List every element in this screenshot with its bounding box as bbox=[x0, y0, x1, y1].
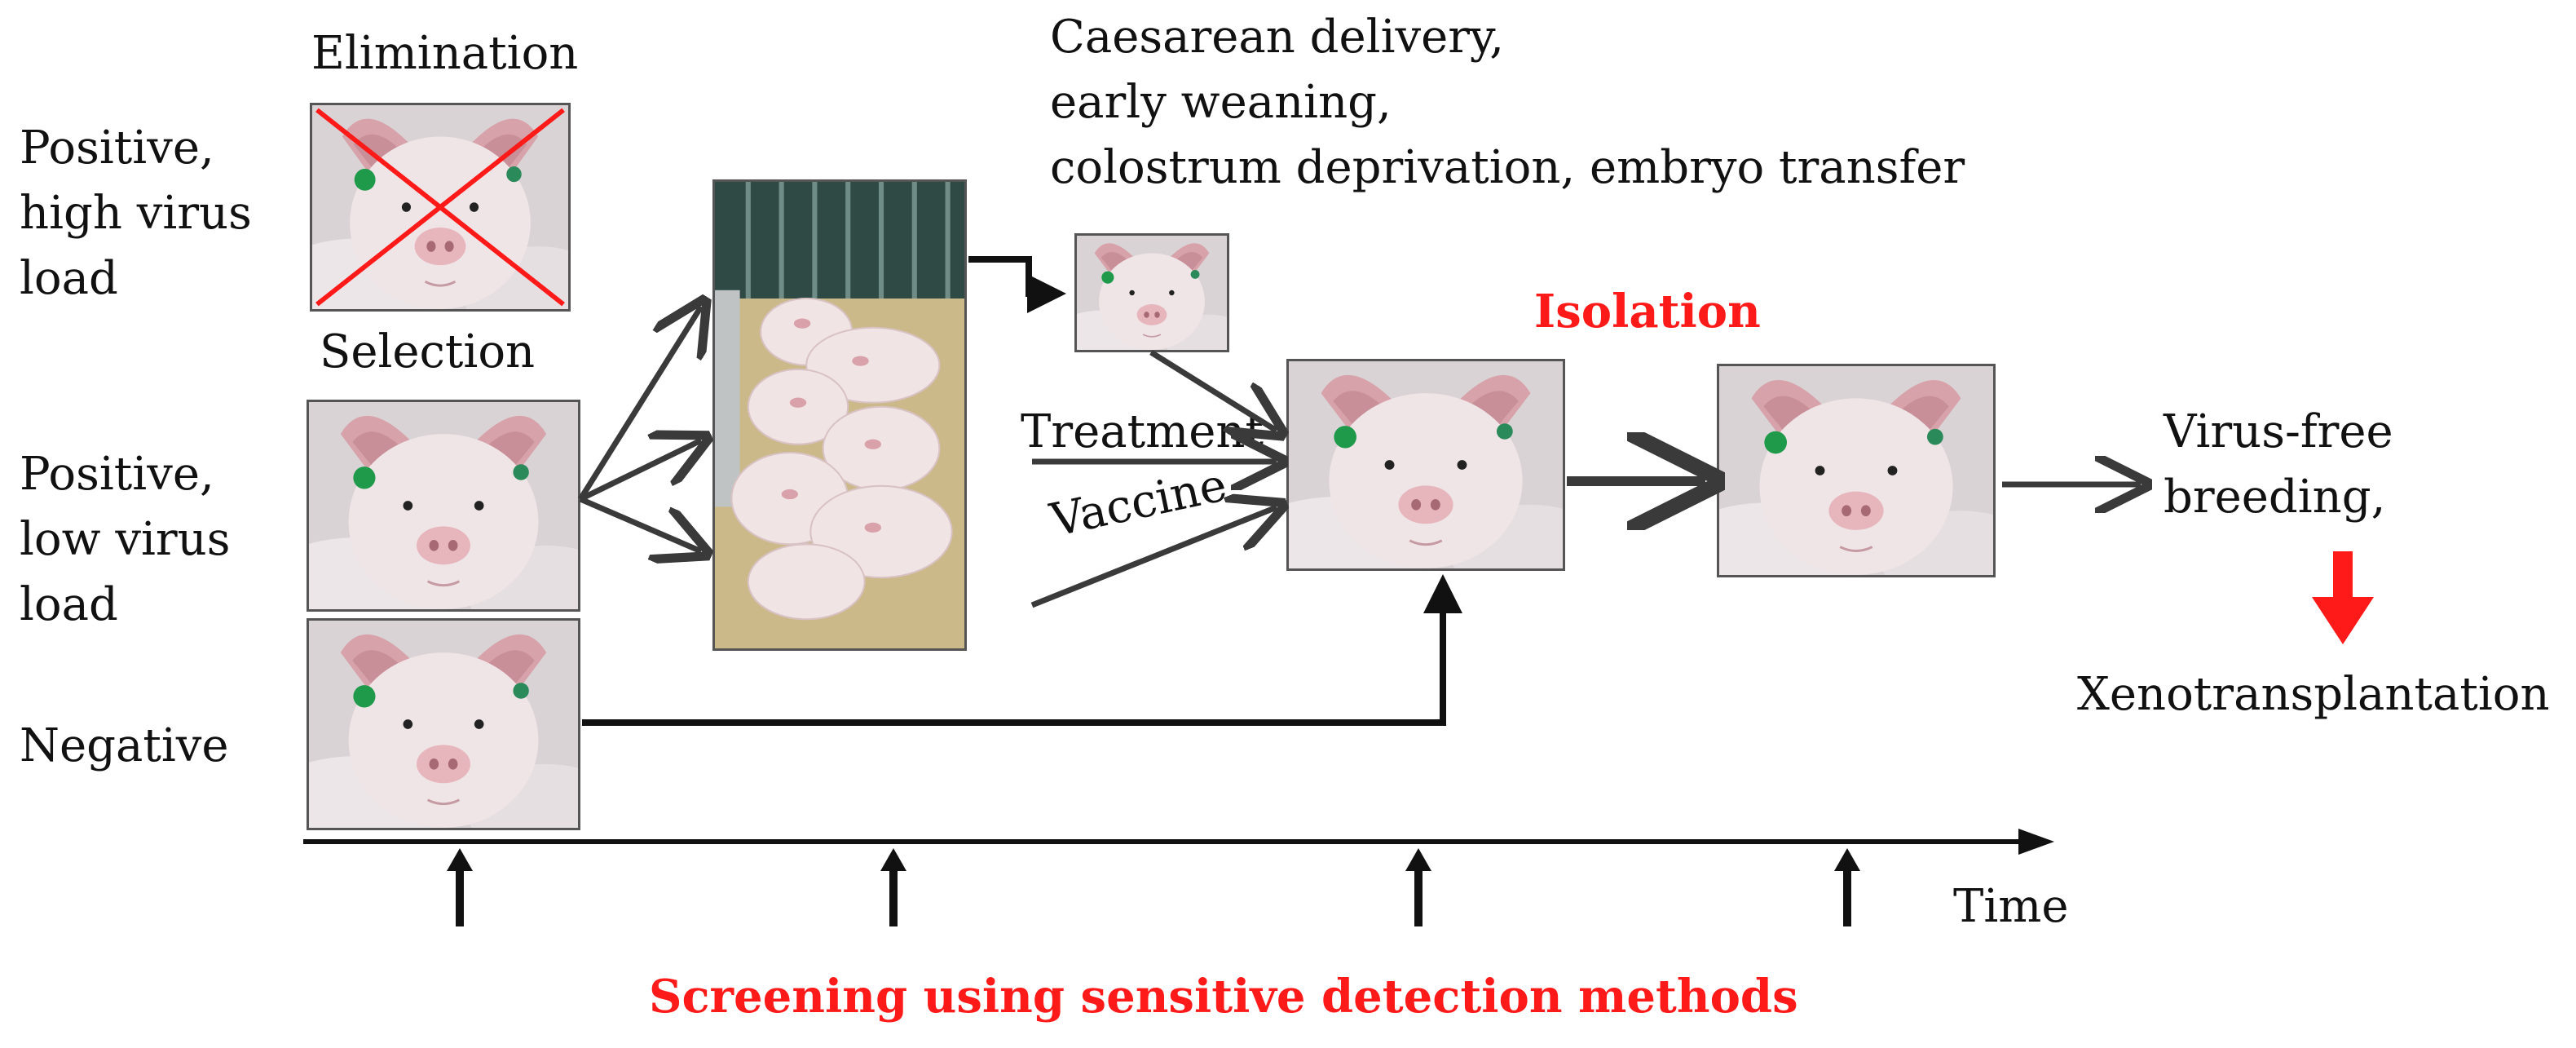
label-positive-low: Positive, low virus load bbox=[20, 448, 231, 631]
label-screening: Screening using sensitive detection meth… bbox=[649, 970, 1798, 1024]
arrow-negative-to-isolation bbox=[582, 574, 1462, 726]
label-positive-high: Positive, high virus load bbox=[20, 122, 252, 305]
label-selection: Selection bbox=[320, 325, 536, 378]
arrow-select-to-pen-up bbox=[578, 307, 701, 501]
label-isolation: Isolation bbox=[1534, 285, 1761, 338]
label-xenotransplantation: Xenotransplantation bbox=[2077, 668, 2550, 721]
arrow-pen-to-piglet bbox=[968, 256, 1066, 313]
label-methods: Caesarean delivery, early weaning, colos… bbox=[1050, 11, 1965, 194]
label-virus-free: Virus-free breeding, bbox=[2164, 405, 2393, 524]
pig-eliminated-photo bbox=[310, 103, 571, 312]
arrow-piglet-to-isolation bbox=[1149, 350, 1277, 431]
cross-out-icon bbox=[315, 108, 565, 307]
label-time: Time bbox=[1953, 880, 2069, 933]
arrow-select-to-pen-mid bbox=[579, 440, 701, 502]
label-negative: Negative bbox=[20, 719, 229, 772]
pig-negative-photo bbox=[307, 618, 580, 830]
pig-positive-low-photo bbox=[307, 400, 580, 612]
time-axis-arrowhead bbox=[2018, 829, 2054, 855]
pig-pen-group-photo bbox=[712, 179, 967, 651]
arrow-select-to-pen-down bbox=[579, 496, 701, 551]
red-down-arrow-icon bbox=[2312, 551, 2374, 644]
arrow-vaccine bbox=[1030, 507, 1277, 608]
screening-marks bbox=[456, 868, 1851, 926]
label-elimination: Elimination bbox=[311, 27, 579, 80]
